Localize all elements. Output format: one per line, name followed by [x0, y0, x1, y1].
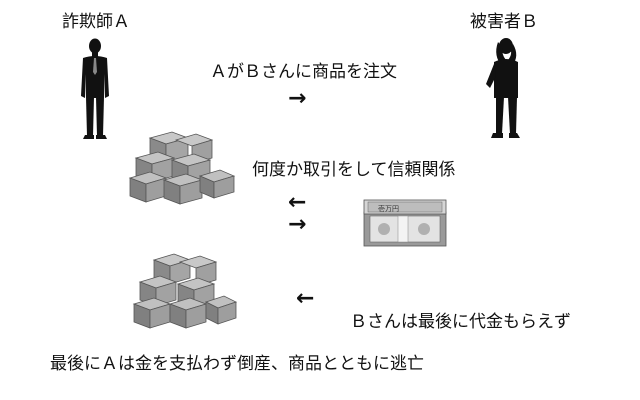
banknote-denomination: 壱万円: [378, 204, 399, 213]
fraudster-figure: [78, 38, 112, 140]
goods-boxes-bottom: [130, 252, 238, 330]
conclusion-text: 最後にＡは金を支払わず倒産、商品とともに逃亡: [50, 354, 424, 374]
victim-figure: [480, 36, 526, 140]
order-text: ＡがＢさんに商品を注文: [210, 62, 397, 82]
payment-arrow-left: ←: [288, 190, 307, 215]
victim-label: 被害者Ｂ: [470, 12, 538, 32]
trust-text: 何度か取引をして信頼関係: [252, 160, 456, 180]
banknote-stack: 壱万円: [362, 198, 448, 248]
fraudster-label: 詐欺師Ａ: [62, 12, 130, 32]
goods-boxes-top: [128, 128, 236, 206]
unpaid-text: Ｂさんは最後に代金もらえず: [350, 312, 571, 332]
unpaid-arrow-left: ←: [296, 286, 315, 311]
goods-arrow-right: →: [288, 212, 307, 237]
order-arrow-right: →: [288, 86, 307, 111]
